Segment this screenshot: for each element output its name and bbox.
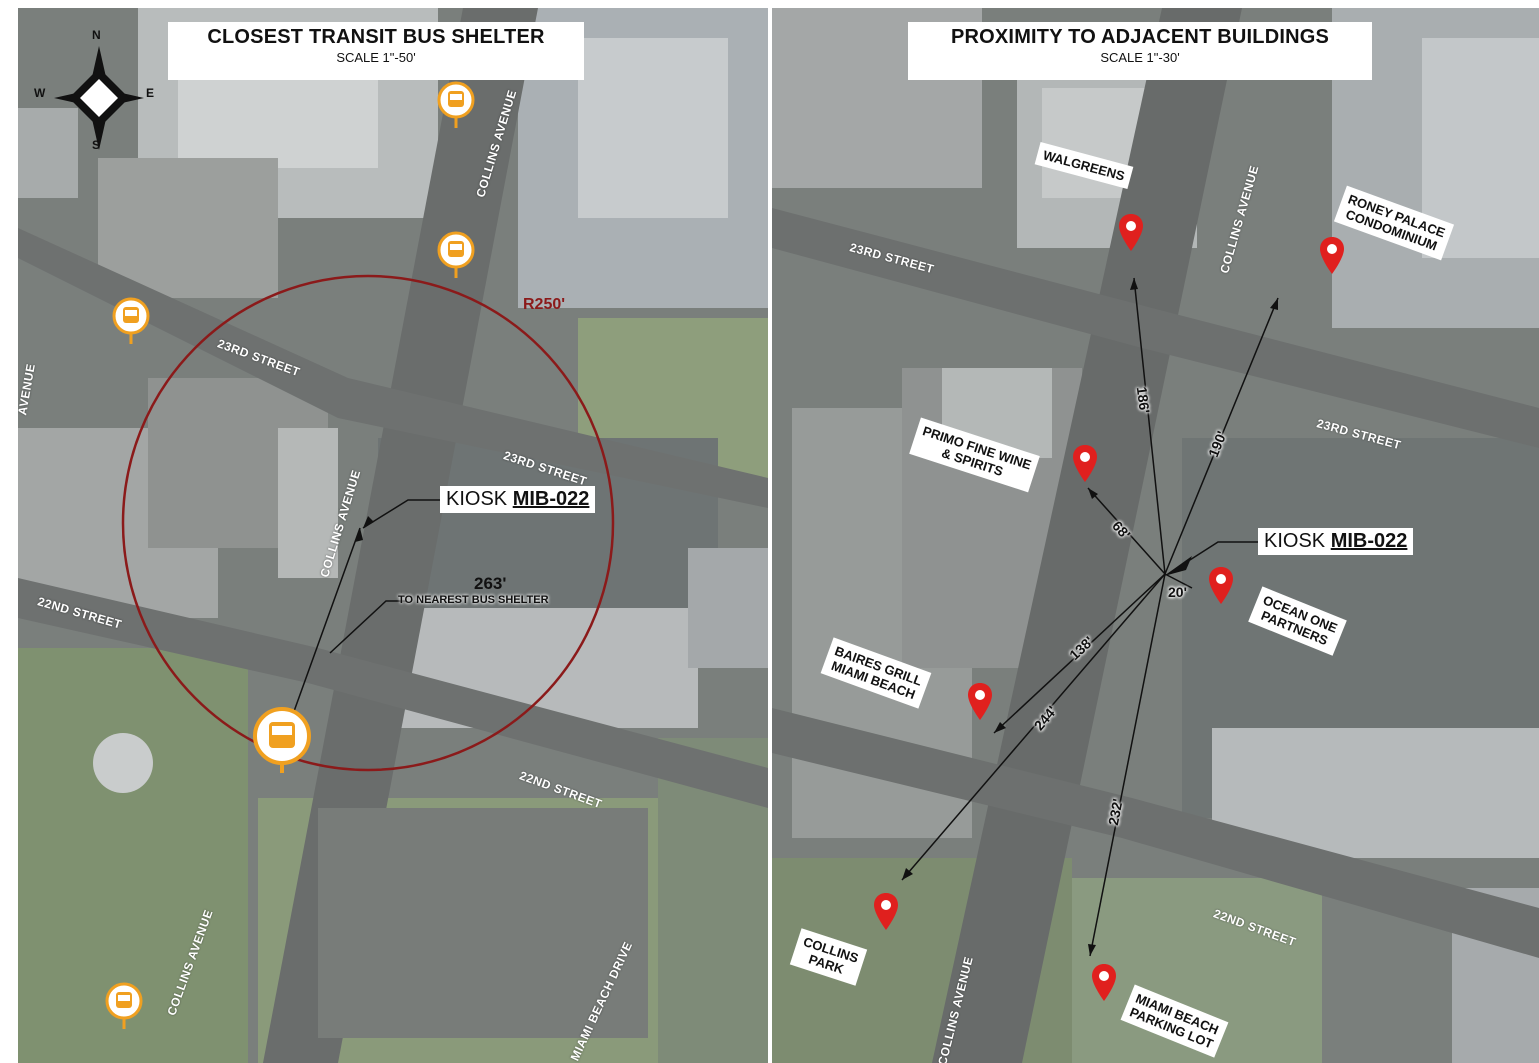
radius-label: R250' <box>523 296 566 313</box>
left-title-box: CLOSEST TRANSIT BUS SHELTER SCALE 1"-50' <box>168 22 584 80</box>
distance-walgreens: 186' <box>1133 385 1153 415</box>
bus-stop-icon <box>253 707 311 773</box>
right-map-scale: SCALE 1"-30' <box>1100 50 1180 65</box>
kiosk-id: MIB-022 <box>1330 530 1408 552</box>
bus-stop-icon <box>105 982 143 1029</box>
map-pin-icon <box>1209 567 1233 604</box>
left-aerial-background <box>18 8 768 1063</box>
bus-stop-icon <box>437 231 475 278</box>
map-pin-icon <box>968 683 992 720</box>
bus-stop-icon <box>437 81 475 128</box>
map-pin-icon <box>1119 214 1143 251</box>
compass-north-label: N <box>92 28 101 42</box>
right-map-title: PROXIMITY TO ADJACENT BUILDINGS <box>950 26 1330 48</box>
right-kiosk-label: KIOSK MIB-022 <box>1258 528 1414 555</box>
map-pin-icon <box>1320 237 1344 274</box>
distance-ocean-one: 20' <box>1168 584 1187 600</box>
map-pin-icon <box>1092 964 1116 1001</box>
kiosk-prefix: KIOSK <box>1264 530 1326 552</box>
right-map-panel: PROXIMITY TO ADJACENT BUILDINGS SCALE 1"… <box>772 8 1539 1063</box>
kiosk-prefix: KIOSK <box>446 488 508 510</box>
left-map-panel: CLOSEST TRANSIT BUS SHELTER SCALE 1"-50'… <box>18 8 768 1063</box>
right-title-box: PROXIMITY TO ADJACENT BUILDINGS SCALE 1"… <box>908 22 1372 80</box>
map-pin-icon <box>1073 445 1097 482</box>
left-map-scale: SCALE 1"-50' <box>336 50 416 65</box>
distance-value: 263' <box>474 574 507 593</box>
compass-south-label: S <box>92 138 101 152</box>
left-map-title: CLOSEST TRANSIT BUS SHELTER <box>207 26 545 48</box>
map-pin-icon <box>874 893 898 930</box>
distance-caption: TO NEAREST BUS SHELTER <box>398 594 549 606</box>
compass-rose-icon: N S W E <box>32 28 162 158</box>
left-kiosk-label: KIOSK MIB-022 <box>440 486 596 513</box>
compass-east-label: E <box>146 86 155 100</box>
compass-west-label: W <box>34 86 46 100</box>
bus-stop-icon <box>112 297 150 344</box>
kiosk-id: MIB-022 <box>512 488 590 510</box>
